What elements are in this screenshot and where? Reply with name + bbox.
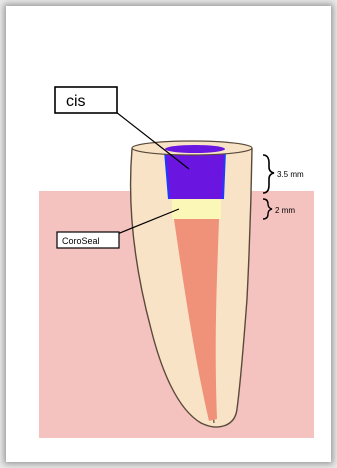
diagram-canvas: 3.5 mm 2 mm cis CoroSeal [39,39,314,438]
dim-label-2mm: 2 mm [275,206,295,215]
crown-opening [165,145,225,153]
coroseal-label: CoroSeal [62,236,100,246]
dim-label-3-5mm: 3.5 mm [277,170,304,179]
coroseal-layer [172,199,221,219]
cis-label: cis [66,93,86,110]
figure-frame: 3.5 mm 2 mm cis CoroSeal [6,6,331,462]
tooth-diagram: 3.5 mm 2 mm cis CoroSeal [39,39,314,438]
cis-label-box [55,87,117,113]
cis-filling [165,151,225,199]
